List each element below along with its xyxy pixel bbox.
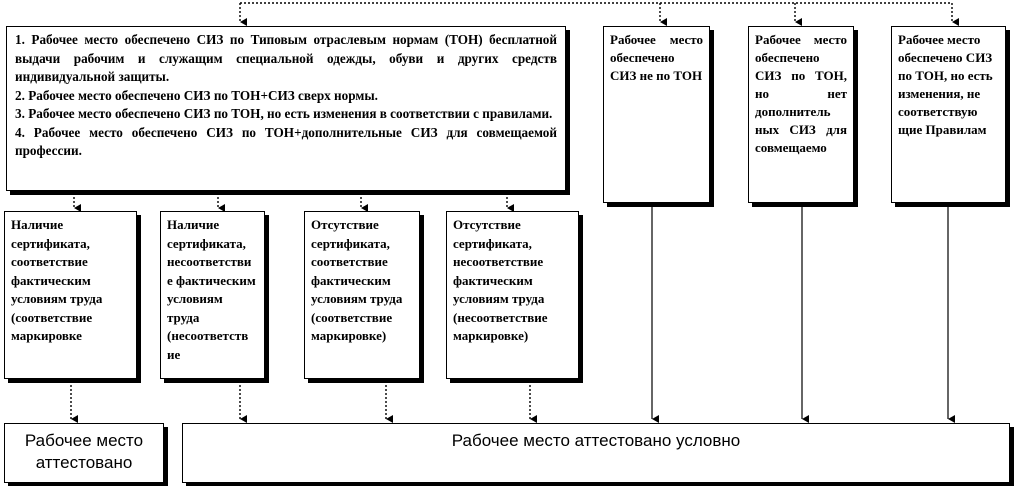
side-criterion-text-3: Рабочее место обеспечено СИЗ по ТОН, но …: [898, 32, 993, 137]
side-criterion-box-3: Рабочее место обеспечено СИЗ по ТОН, но …: [891, 26, 1006, 203]
certificate-state-text-4: Отсутствие сертификата, несоответствие ф…: [453, 217, 548, 343]
main-criterion-2: 2. Рабочее место обеспечено СИЗ по ТОН+С…: [15, 87, 378, 103]
main-criterion-3: 3. Рабочее место обеспечено СИЗ по ТОН, …: [15, 106, 553, 121]
certificate-state-text-2: Наличие сертификата, несоответстви е фак…: [167, 217, 256, 362]
main-criteria-box: 1. Рабочее место обеспечено СИЗ по Типов…: [6, 26, 566, 191]
side-criterion-box-1: Рабочее место обеспечено СИЗ не по ТОН: [603, 26, 710, 203]
main-criterion-1: 1. Рабочее место обеспечено СИЗ по Типов…: [15, 32, 557, 84]
certificate-state-box-2: Наличие сертификата, несоответстви е фак…: [160, 211, 265, 379]
certificate-state-box-3: Отсутствие сертификата, соответствие фак…: [304, 211, 420, 379]
certificate-state-box-4: Отсутствие сертификата, несоответствие ф…: [446, 211, 579, 379]
certificate-state-text-3: Отсутствие сертификата, соответствие фак…: [311, 217, 403, 343]
result-conditional-box: Рабочее место аттестовано условно: [182, 423, 1010, 483]
main-criterion-4: 4. Рабочее место обеспечено СИЗ по ТОН+д…: [15, 124, 557, 159]
result-conditional-text: Рабочее место аттестовано условно: [451, 431, 741, 450]
result-certified-text: Рабочее место аттестовано: [24, 431, 144, 472]
certificate-state-box-1: Наличие сертификата, соответствие фактич…: [4, 211, 137, 379]
certificate-state-text-1: Наличие сертификата, соответствие фактич…: [11, 217, 103, 343]
side-criterion-box-2: Рабочее место обеспечено СИЗ по ТОН, но …: [748, 26, 854, 203]
result-certified-box: Рабочее место аттестовано: [4, 423, 164, 483]
side-criterion-text-1: Рабочее место обеспечено СИЗ не по ТОН: [610, 32, 703, 83]
side-criterion-text-2: Рабочее место обеспечено СИЗ по ТОН, но …: [755, 32, 847, 155]
